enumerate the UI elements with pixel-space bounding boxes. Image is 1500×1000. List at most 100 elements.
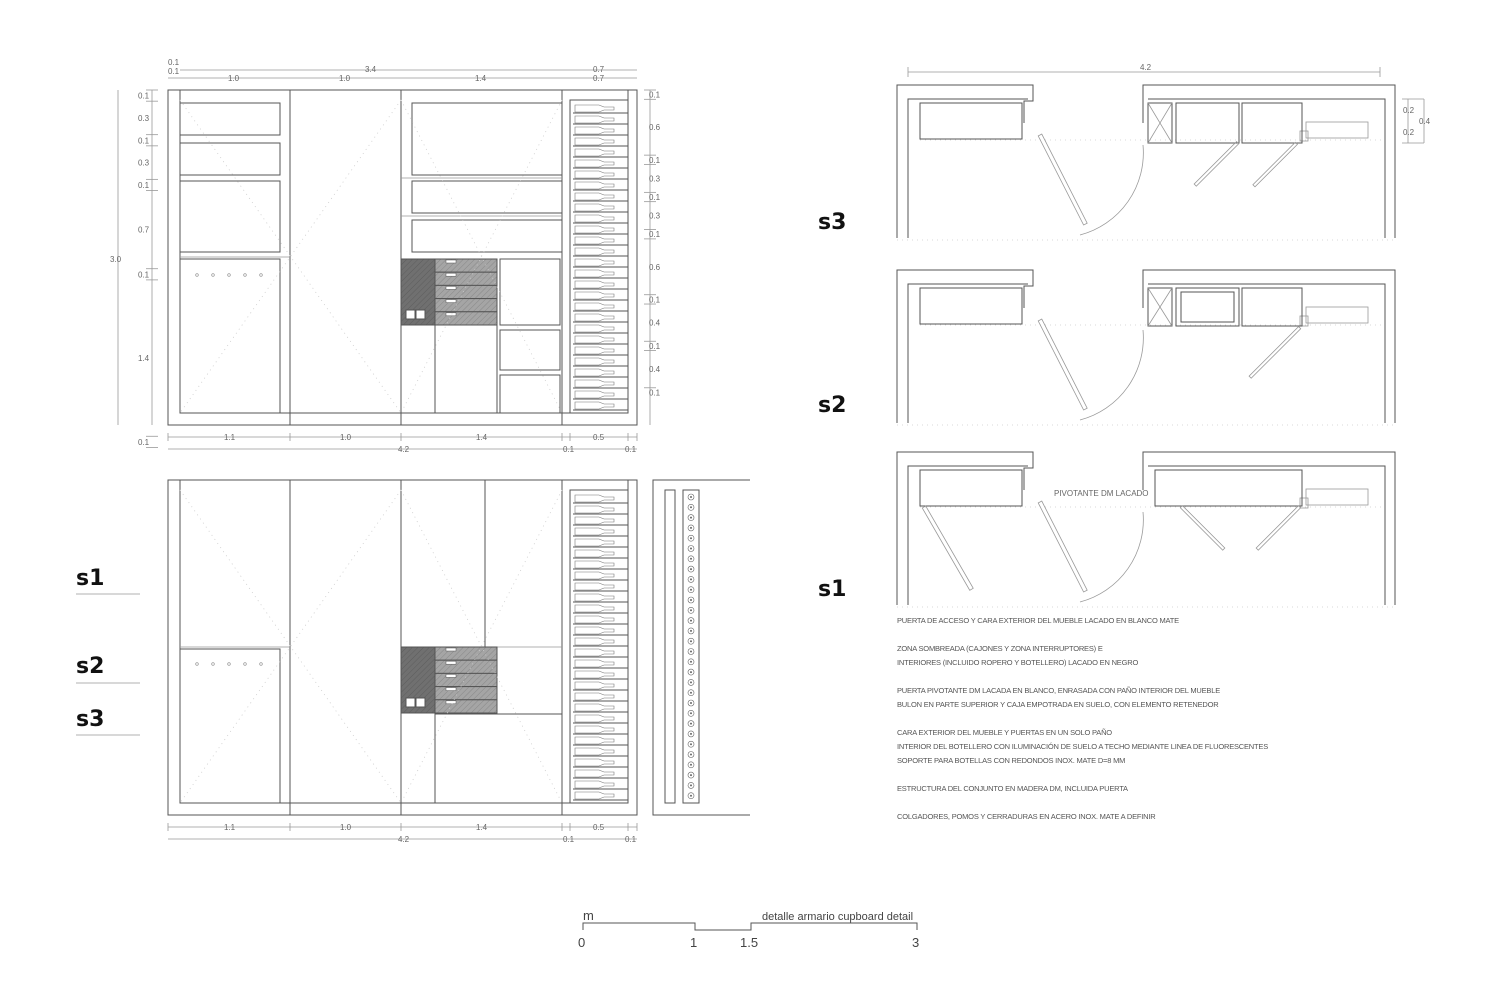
rod-icon [690,763,692,766]
rod-icon [687,586,695,594]
bottle-icon [574,247,615,256]
bottle-icon [574,346,615,355]
dim-label: 1.4 [138,354,150,363]
dim-label: 1.0 [340,433,352,442]
dim-label: 0.1 [649,91,661,100]
bottle-icon [574,758,615,767]
rod-icon [687,648,695,655]
rod-icon [687,627,695,635]
section-label-s3: s3 [76,707,104,732]
hook-icon [227,662,231,666]
hook-icon [211,662,215,666]
scale-title: detalle armario cupboard detail [762,911,913,923]
bottle-icon [574,401,615,410]
drawer [434,271,498,286]
plan-side-dimensions: 0.2 0.2 0.4 [1402,98,1431,144]
bottle-icon [574,236,615,245]
bottle-icon [574,302,615,311]
bottle-icon [574,148,615,157]
cabinet [919,469,1023,507]
dim-label: 0.1 [649,342,661,351]
scale-bar: m 0 1 1.5 3 detalle armario cupboard det… [578,908,919,950]
rod-icon [690,702,692,704]
drawer-unit [1180,291,1235,323]
rod-icon [687,576,695,583]
rod-icon [690,774,692,777]
rod-icon [690,588,692,591]
rod-icon [690,526,692,529]
plan-width-dimension: 4.2 [907,63,1381,77]
wall [896,451,1034,605]
hook-icon [195,273,199,277]
rod-icon [690,537,692,540]
rod-icon [687,534,695,542]
rod-icon [690,516,692,519]
rod-icon [690,753,692,756]
note-line: SOPORTE PARA BOTELLAS CON REDONDOS INOX.… [897,756,1125,765]
rod-icon [687,689,695,697]
bottle-icon [574,538,615,547]
bottle-icon [574,170,615,179]
fluorescent-box [1305,306,1369,324]
switch-column [1147,287,1173,327]
dim-label: 0.3 [649,174,661,183]
wine-rack [573,494,628,801]
bottle-icon [574,780,615,789]
hook-icon [243,273,247,277]
bottle-icon [574,505,615,514]
cabinet [919,287,1023,325]
dim-label: 0.1 [649,156,661,165]
rod-icon [687,658,695,666]
dim-label: 0.1 [168,67,180,76]
cabinet-door [1252,141,1298,188]
rod-icon [687,555,695,563]
bottle-icon [574,159,615,168]
drawer [434,298,498,313]
drawer [434,672,498,688]
dim-label: 0.4 [649,365,661,374]
bottle-icon [574,593,615,602]
bottle-icon [574,104,615,113]
drawer [434,646,498,661]
wall [896,269,1034,423]
bottle-icon [574,192,615,201]
bottle-icon [574,681,615,690]
wall [1148,465,1386,605]
note-line: BULON EN PARTE SUPERIOR Y CAJA EMPOTRADA… [897,700,1219,709]
bottle-icon [574,269,615,278]
drawer-handle [445,687,457,691]
switch-icon [405,697,416,708]
cabinet-door [1255,505,1302,551]
drawer-handle [445,647,457,652]
dim-label: 1.4 [475,74,487,83]
dim-label: 1.4 [476,823,488,832]
dim-label: 1.1 [224,433,236,442]
note-line: PUERTA DE ACCESO Y CARA EXTERIOR DEL MUE… [897,616,1179,625]
bottle-icon [574,126,615,135]
right-dimensions: 0.10.60.10.30.10.30.10.60.10.40.10.40.1 [644,89,661,425]
dim-label: 0.1 [563,445,575,454]
dim-label: 0.3 [649,212,661,221]
fluorescent-box [1299,130,1309,142]
hook-icon [211,273,215,277]
switch-icon [405,309,416,320]
scale-tick: 3 [912,935,919,950]
bottle-icon [574,324,615,333]
rod-icon [687,709,695,717]
scale-unit: m [583,908,594,923]
bottle-icon [574,225,615,234]
rod-icon [690,557,692,560]
dim-label: 0.2 [1403,128,1415,137]
bottle-icon [574,280,615,289]
rod-icon [687,761,695,769]
wall [1142,451,1396,605]
switch-column [1147,287,1173,327]
cabinet-door [1248,326,1302,379]
hook-icon [227,273,231,277]
note-line: PUERTA PIVOTANTE DM LACADA EN BLANCO, EN… [897,686,1220,695]
cabinet [1154,469,1303,507]
wall [1142,269,1396,423]
